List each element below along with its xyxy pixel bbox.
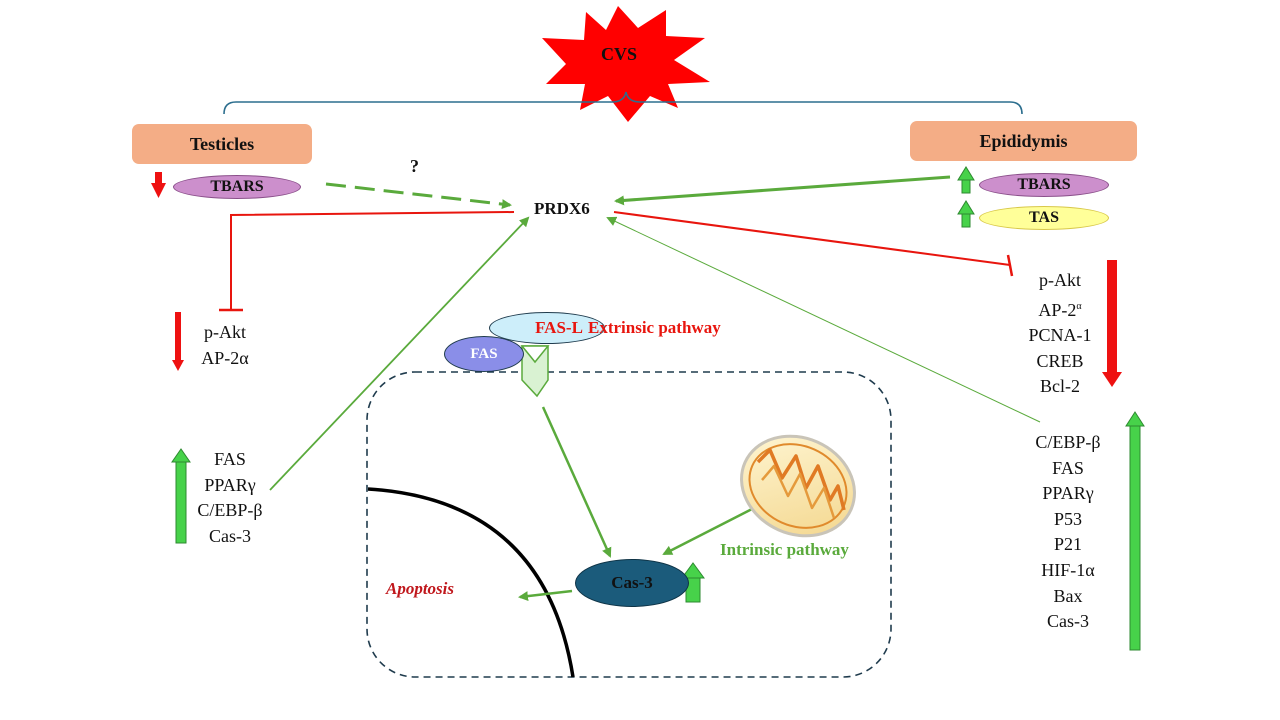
epididymis-tas-up-arrow-icon bbox=[957, 200, 975, 228]
intrinsic-pathway-label: Intrinsic pathway bbox=[720, 540, 849, 559]
epididymis-up-list-arrow-icon bbox=[1125, 411, 1145, 651]
testicles-box: Testicles bbox=[132, 124, 312, 164]
epididymis-up-list: C/EBP-β FAS PPARγ P53 P21 HIF-1α Bax Cas… bbox=[1018, 430, 1118, 635]
cell-boundary bbox=[366, 371, 892, 678]
testicles-to-prdx6-dashed-arrow bbox=[325, 182, 512, 210]
epididymis-down-item: Bcl-2 bbox=[1040, 376, 1080, 397]
unknown-link-question-mark: ? bbox=[410, 156, 419, 176]
testicles-down-list: p-Akt AP-2α bbox=[190, 320, 260, 371]
cas3-to-apoptosis-arrow bbox=[518, 589, 573, 602]
epididymis-up-item: Cas-3 bbox=[1047, 611, 1089, 632]
cas3-up-arrow-icon bbox=[681, 562, 705, 603]
prdx6-label: PRDX6 bbox=[534, 199, 590, 218]
apoptosis-label: Apoptosis bbox=[386, 579, 455, 598]
epididymis-up-item: Bax bbox=[1053, 585, 1083, 606]
epididymis-down-list-arrow-icon bbox=[1102, 260, 1122, 387]
cvs-label: CVS bbox=[600, 44, 637, 64]
epididymis-up-item: PPARγ bbox=[1042, 483, 1094, 504]
epididymis-uplist-to-prdx6-arrow bbox=[606, 216, 1041, 423]
epididymis-down-item: CREB bbox=[1036, 350, 1084, 371]
testicles-tbars-ellipse: TBARS bbox=[173, 175, 301, 199]
epididymis-up-item: FAS bbox=[1052, 457, 1084, 478]
testicles-uplist-to-prdx6-arrow bbox=[269, 216, 530, 491]
epididymis-to-prdx6-arrow bbox=[614, 175, 951, 206]
epididymis-tbars-up-arrow-icon bbox=[957, 166, 975, 194]
epididymis-ap2-text: AP-2 bbox=[1038, 299, 1077, 320]
epididymis-down-list: p-Akt AP-2α PCNA-1 CREB Bcl-2 bbox=[1020, 268, 1100, 400]
epididymis-tas-ellipse: TAS bbox=[979, 206, 1109, 230]
epididymis-down-item: AP-2α bbox=[1020, 294, 1100, 324]
epididymis-up-item: P21 bbox=[1053, 534, 1082, 555]
prdx6-inhibits-epididymis-line bbox=[613, 211, 1011, 266]
epididymis-down-item: p-Akt bbox=[1039, 270, 1081, 290]
testicles-up-list-arrow-icon bbox=[171, 448, 191, 544]
epididymis-down-item: PCNA-1 bbox=[1028, 325, 1092, 346]
testicles-down-list-arrow-icon bbox=[172, 312, 184, 371]
testicles-up-item: PPARγ bbox=[204, 474, 256, 495]
testicles-tbars-down-arrow-icon bbox=[151, 172, 166, 198]
mitochondrion-icon bbox=[740, 434, 856, 538]
epididymis-box: Epididymis bbox=[910, 121, 1137, 161]
fas-l-ellipse: FAS-L bbox=[489, 312, 605, 344]
epididymis-up-item: P53 bbox=[1053, 508, 1082, 529]
mitochondrion-to-cas3-arrow bbox=[662, 507, 753, 556]
testicles-down-item: p-Akt bbox=[204, 322, 246, 342]
epididymis-up-item: C/EBP-β bbox=[1035, 432, 1101, 452]
fas-l-label: FAS-L bbox=[535, 318, 583, 337]
testicles-up-item: Cas-3 bbox=[209, 525, 251, 546]
testicles-up-item: FAS bbox=[214, 449, 246, 469]
testicles-up-list: FAS PPARγ C/EBP-β Cas-3 bbox=[190, 447, 270, 549]
fas-ellipse: FAS bbox=[444, 336, 524, 372]
epididymis-ap2-superscript: α bbox=[1076, 300, 1082, 312]
extrinsic-to-cas3-arrow bbox=[541, 406, 612, 558]
prdx6-inhibits-testicles-line bbox=[230, 211, 515, 310]
epididymis-up-item: HIF-1α bbox=[1041, 559, 1095, 580]
testicles-up-item: C/EBP-β bbox=[197, 500, 263, 521]
extrinsic-pathway-label: Extrinsic pathway bbox=[588, 318, 721, 337]
epididymis-tbars-ellipse: TBARS bbox=[979, 173, 1109, 197]
cas3-ellipse: Cas-3 bbox=[575, 559, 689, 607]
nucleus-arc bbox=[367, 487, 575, 678]
epididymis-inhibition-bar bbox=[1006, 254, 1014, 277]
testicles-down-item: AP-2α bbox=[201, 347, 249, 368]
cvs-brace bbox=[223, 91, 1023, 115]
cvs-burst-shape bbox=[542, 6, 710, 122]
receptor-notch bbox=[520, 345, 550, 364]
